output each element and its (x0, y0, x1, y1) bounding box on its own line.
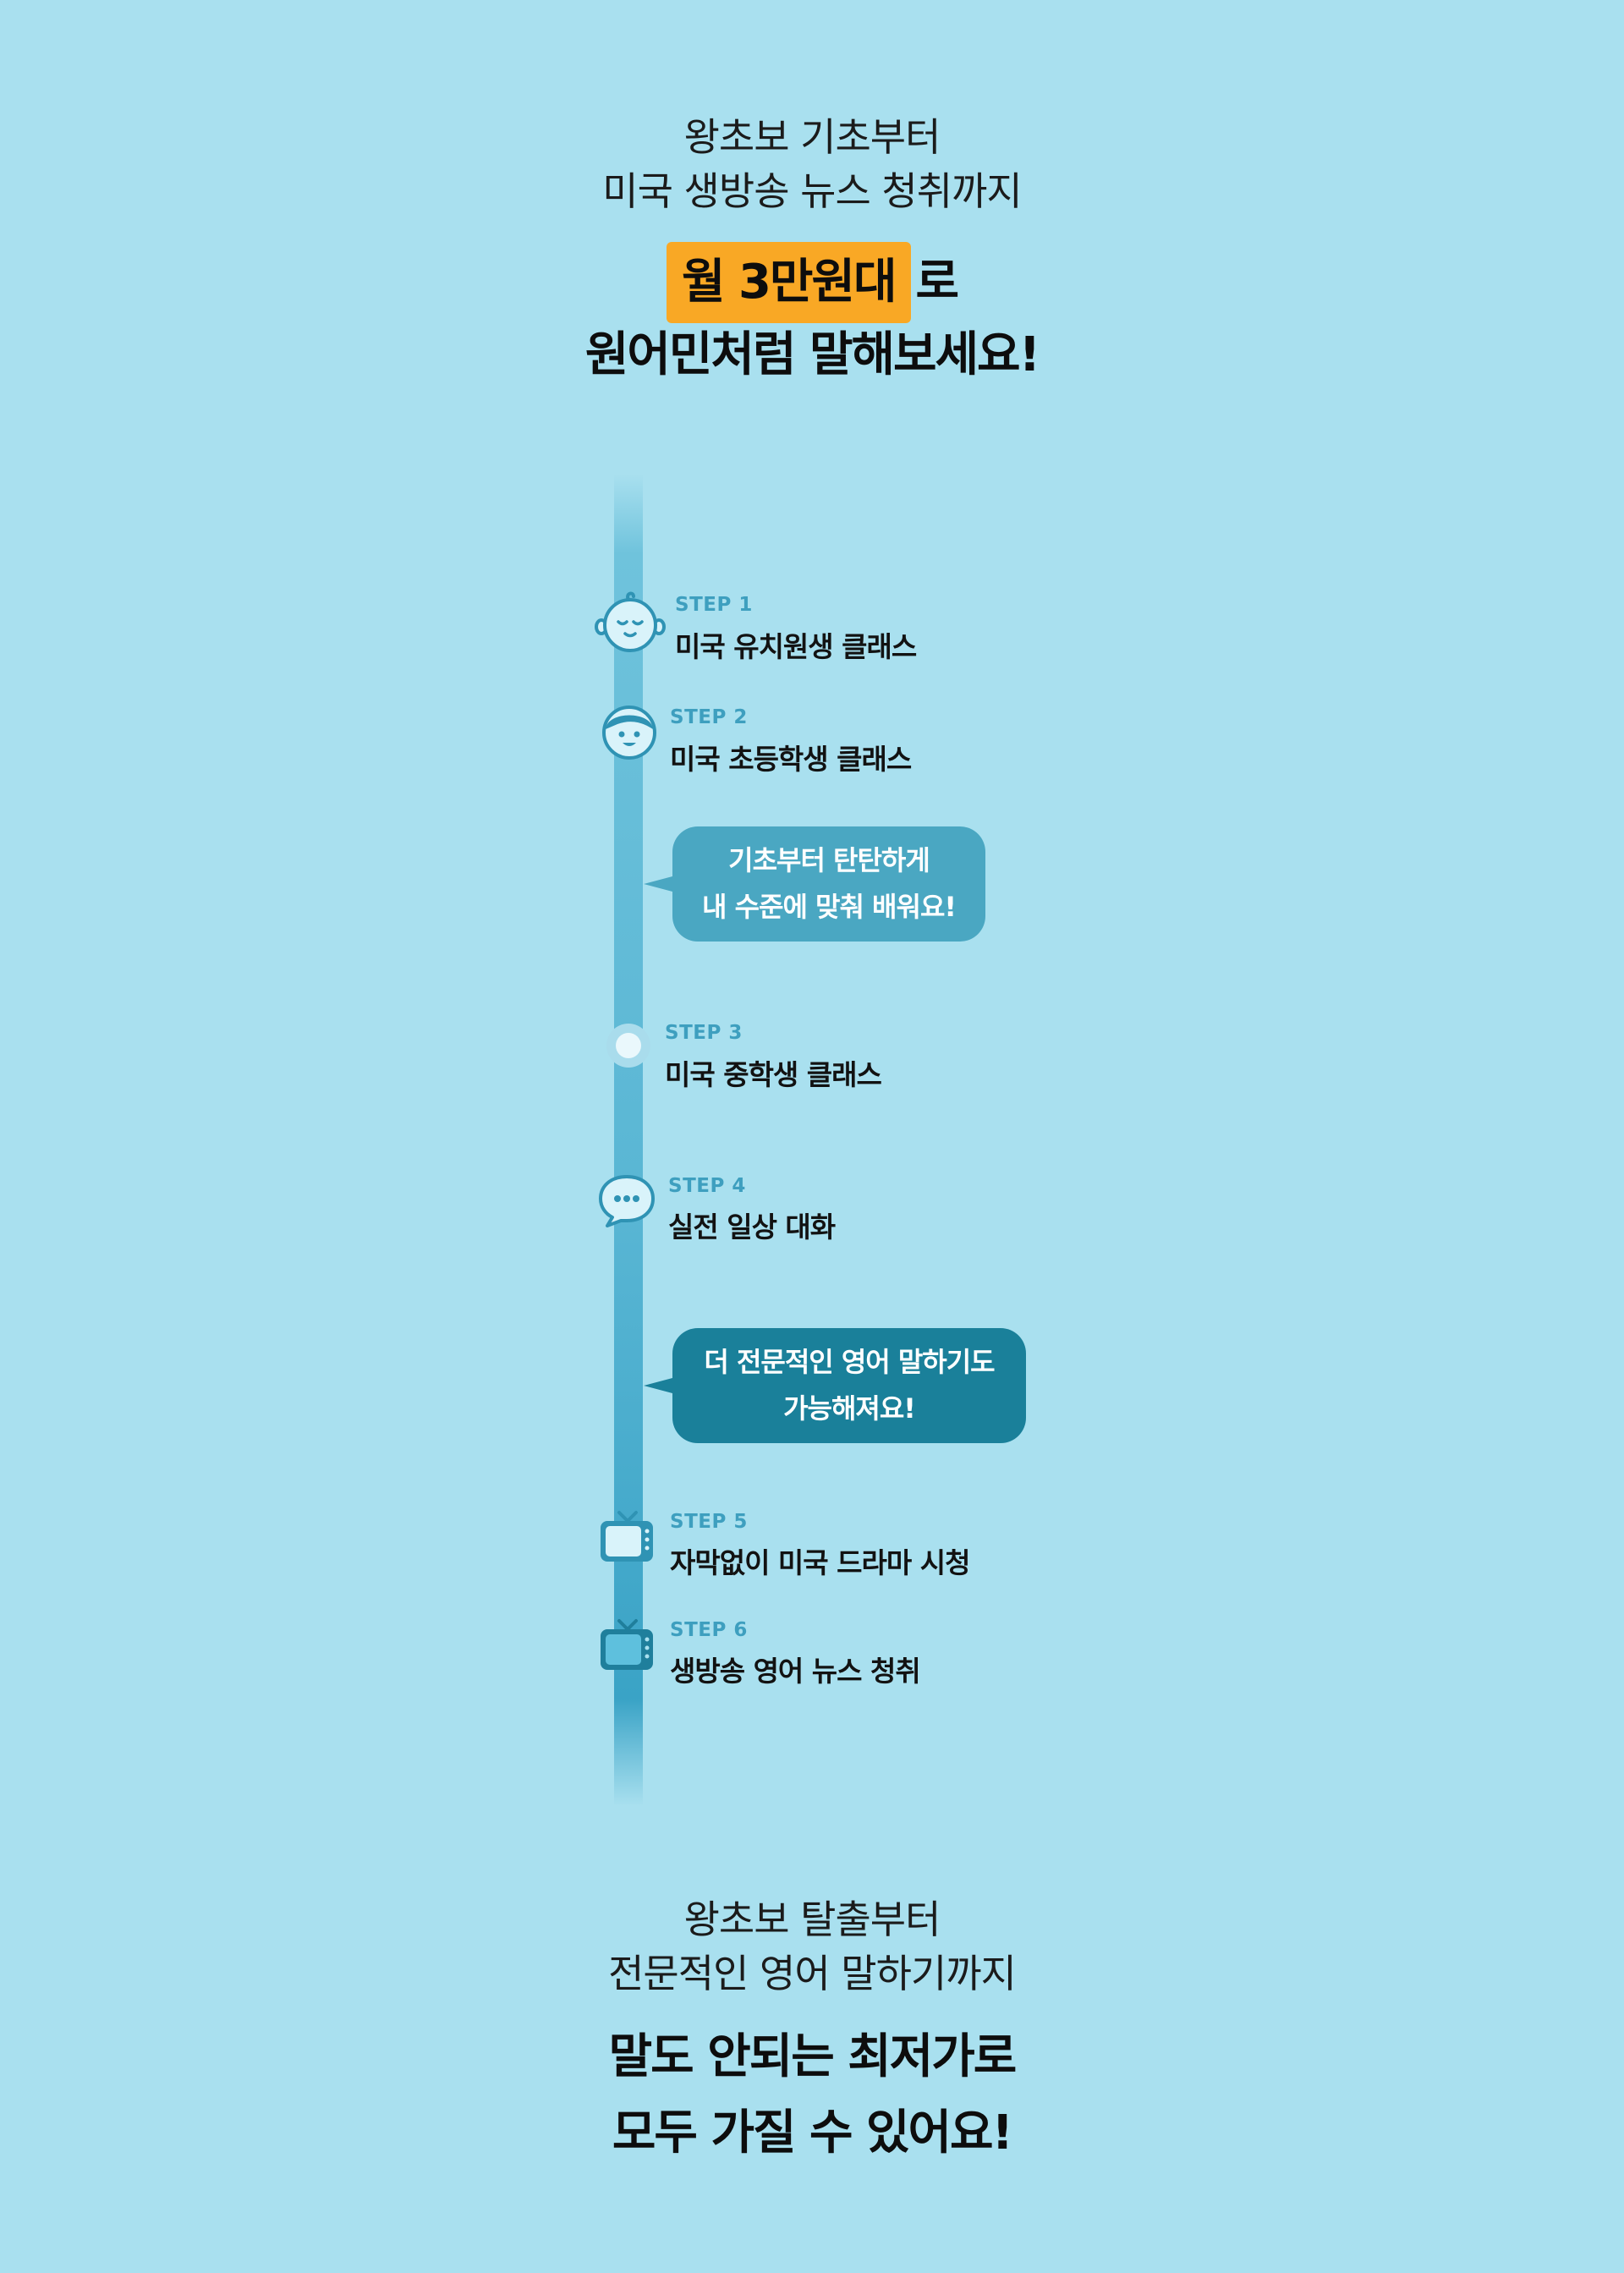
bubble-1-line-2: 내 수준에 맞춰 배워요! (702, 891, 957, 923)
bubble-1-line-1: 기초부터 탄탄하게 (728, 844, 930, 876)
outro-line-2: 전문적인 영어 말하기까지 (608, 1951, 1017, 1996)
speech-bubble-2: 더 전문적인 영어 말하기도 가능해져요! (644, 1328, 1026, 1443)
step-6-title: 생방송 영어 뉴스 청취 (670, 1655, 921, 1688)
outro: 왕초보 탈출부터 전문적인 영어 말하기까지 (0, 1892, 1624, 2001)
chat-bubble-icon (597, 1173, 656, 1233)
kid-face-icon (601, 704, 658, 765)
headline-line-2: 원어민처럼 말해보세요! (584, 327, 1040, 382)
headline-suffix: 로 (915, 255, 960, 310)
final-line-1: 말도 안되는 최저가로 (608, 2029, 1018, 2084)
step-4-title: 실전 일상 대화 (668, 1211, 836, 1244)
bubble-2-line-1: 더 전문적인 영어 말하기도 (704, 1346, 995, 1378)
bubble-tail (644, 876, 672, 892)
step-6-label: STEP 6 (670, 1619, 748, 1641)
step-3-label: STEP 3 (665, 1022, 743, 1044)
bubble-2-line-2: 가능해져요! (783, 1392, 916, 1425)
step-5-label: STEP 5 (670, 1511, 748, 1533)
outro-line-1: 왕초보 탈출부터 (683, 1897, 941, 1942)
timeline-track (614, 474, 643, 1806)
tv-icon (597, 1617, 658, 1677)
intro-line-2: 미국 생방송 뉴스 청취까지 (602, 168, 1022, 214)
step-1-label: STEP 1 (675, 594, 753, 616)
step-1-title: 미국 유치원생 클래스 (675, 630, 917, 663)
final-line-2: 모두 가질 수 있어요! (612, 2106, 1013, 2160)
intro-line-1: 왕초보 기초부터 (683, 114, 941, 160)
tv-icon (597, 1509, 658, 1568)
speech-bubble-1: 기초부터 탄탄하게 내 수준에 맞춰 배워요! (644, 826, 985, 942)
intro: 왕초보 기초부터 미국 생방송 뉴스 청취까지 (0, 110, 1624, 218)
final-message: 말도 안되는 최저가로 모두 가질 수 있어요! (0, 2019, 1624, 2171)
step-4-label: STEP 4 (668, 1175, 746, 1197)
step-3-title: 미국 중학생 클래스 (665, 1058, 882, 1091)
step-5-title: 자막없이 미국 드라마 시청 (670, 1546, 970, 1579)
price-highlight: 월 3만원대 (666, 242, 911, 323)
step-2-label: STEP 2 (670, 706, 748, 728)
circle-dot-icon (605, 1022, 652, 1073)
bubble-tail (644, 1378, 672, 1393)
baby-face-icon (595, 590, 666, 656)
step-2-title: 미국 초등학생 클래스 (670, 743, 912, 776)
